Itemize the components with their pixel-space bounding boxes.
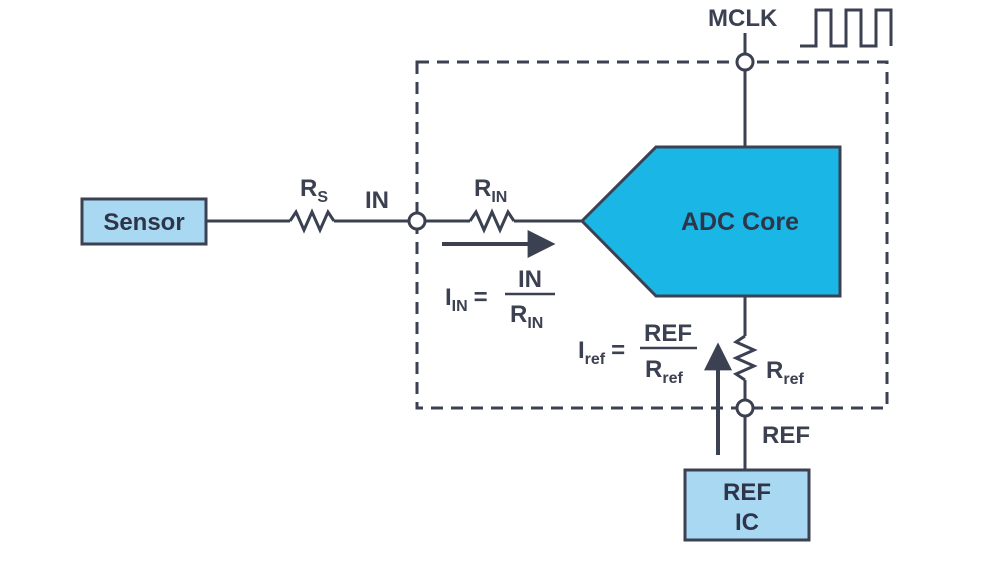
mclk-label: MCLK	[708, 5, 778, 32]
rs-label: RS	[300, 175, 328, 206]
iin-lhs: IIN=	[445, 284, 488, 315]
clock-waveform-icon	[800, 8, 893, 48]
iref-denominator: Rref	[645, 356, 683, 387]
sensor-label: Sensor	[103, 209, 184, 236]
rs-resistor	[288, 208, 336, 234]
adc-boundary	[415, 60, 889, 410]
ref-pin-circle	[735, 398, 755, 418]
in-pin-label: IN	[365, 187, 389, 214]
rin-resistor	[468, 208, 516, 234]
in-pin-circle	[407, 211, 427, 231]
iin-denominator: RIN	[510, 301, 543, 332]
rref-label: Rref	[766, 357, 804, 388]
iin-numerator: IN	[518, 266, 542, 293]
adc-core-label: ADC Core	[681, 208, 799, 236]
rref-resistor	[732, 334, 758, 382]
ref-ic-label-line2: IC	[735, 509, 759, 536]
rin-label: RIN	[474, 175, 507, 206]
ref-ic-box	[683, 468, 811, 542]
ref-ic-label-line1: REF	[723, 479, 771, 506]
adc-core-block	[579, 145, 842, 298]
iref-lhs: Iref=	[578, 337, 625, 368]
ref-pin-label: REF	[762, 422, 810, 449]
mclk-pin-circle	[735, 52, 755, 72]
iref-numerator: REF	[644, 320, 692, 347]
